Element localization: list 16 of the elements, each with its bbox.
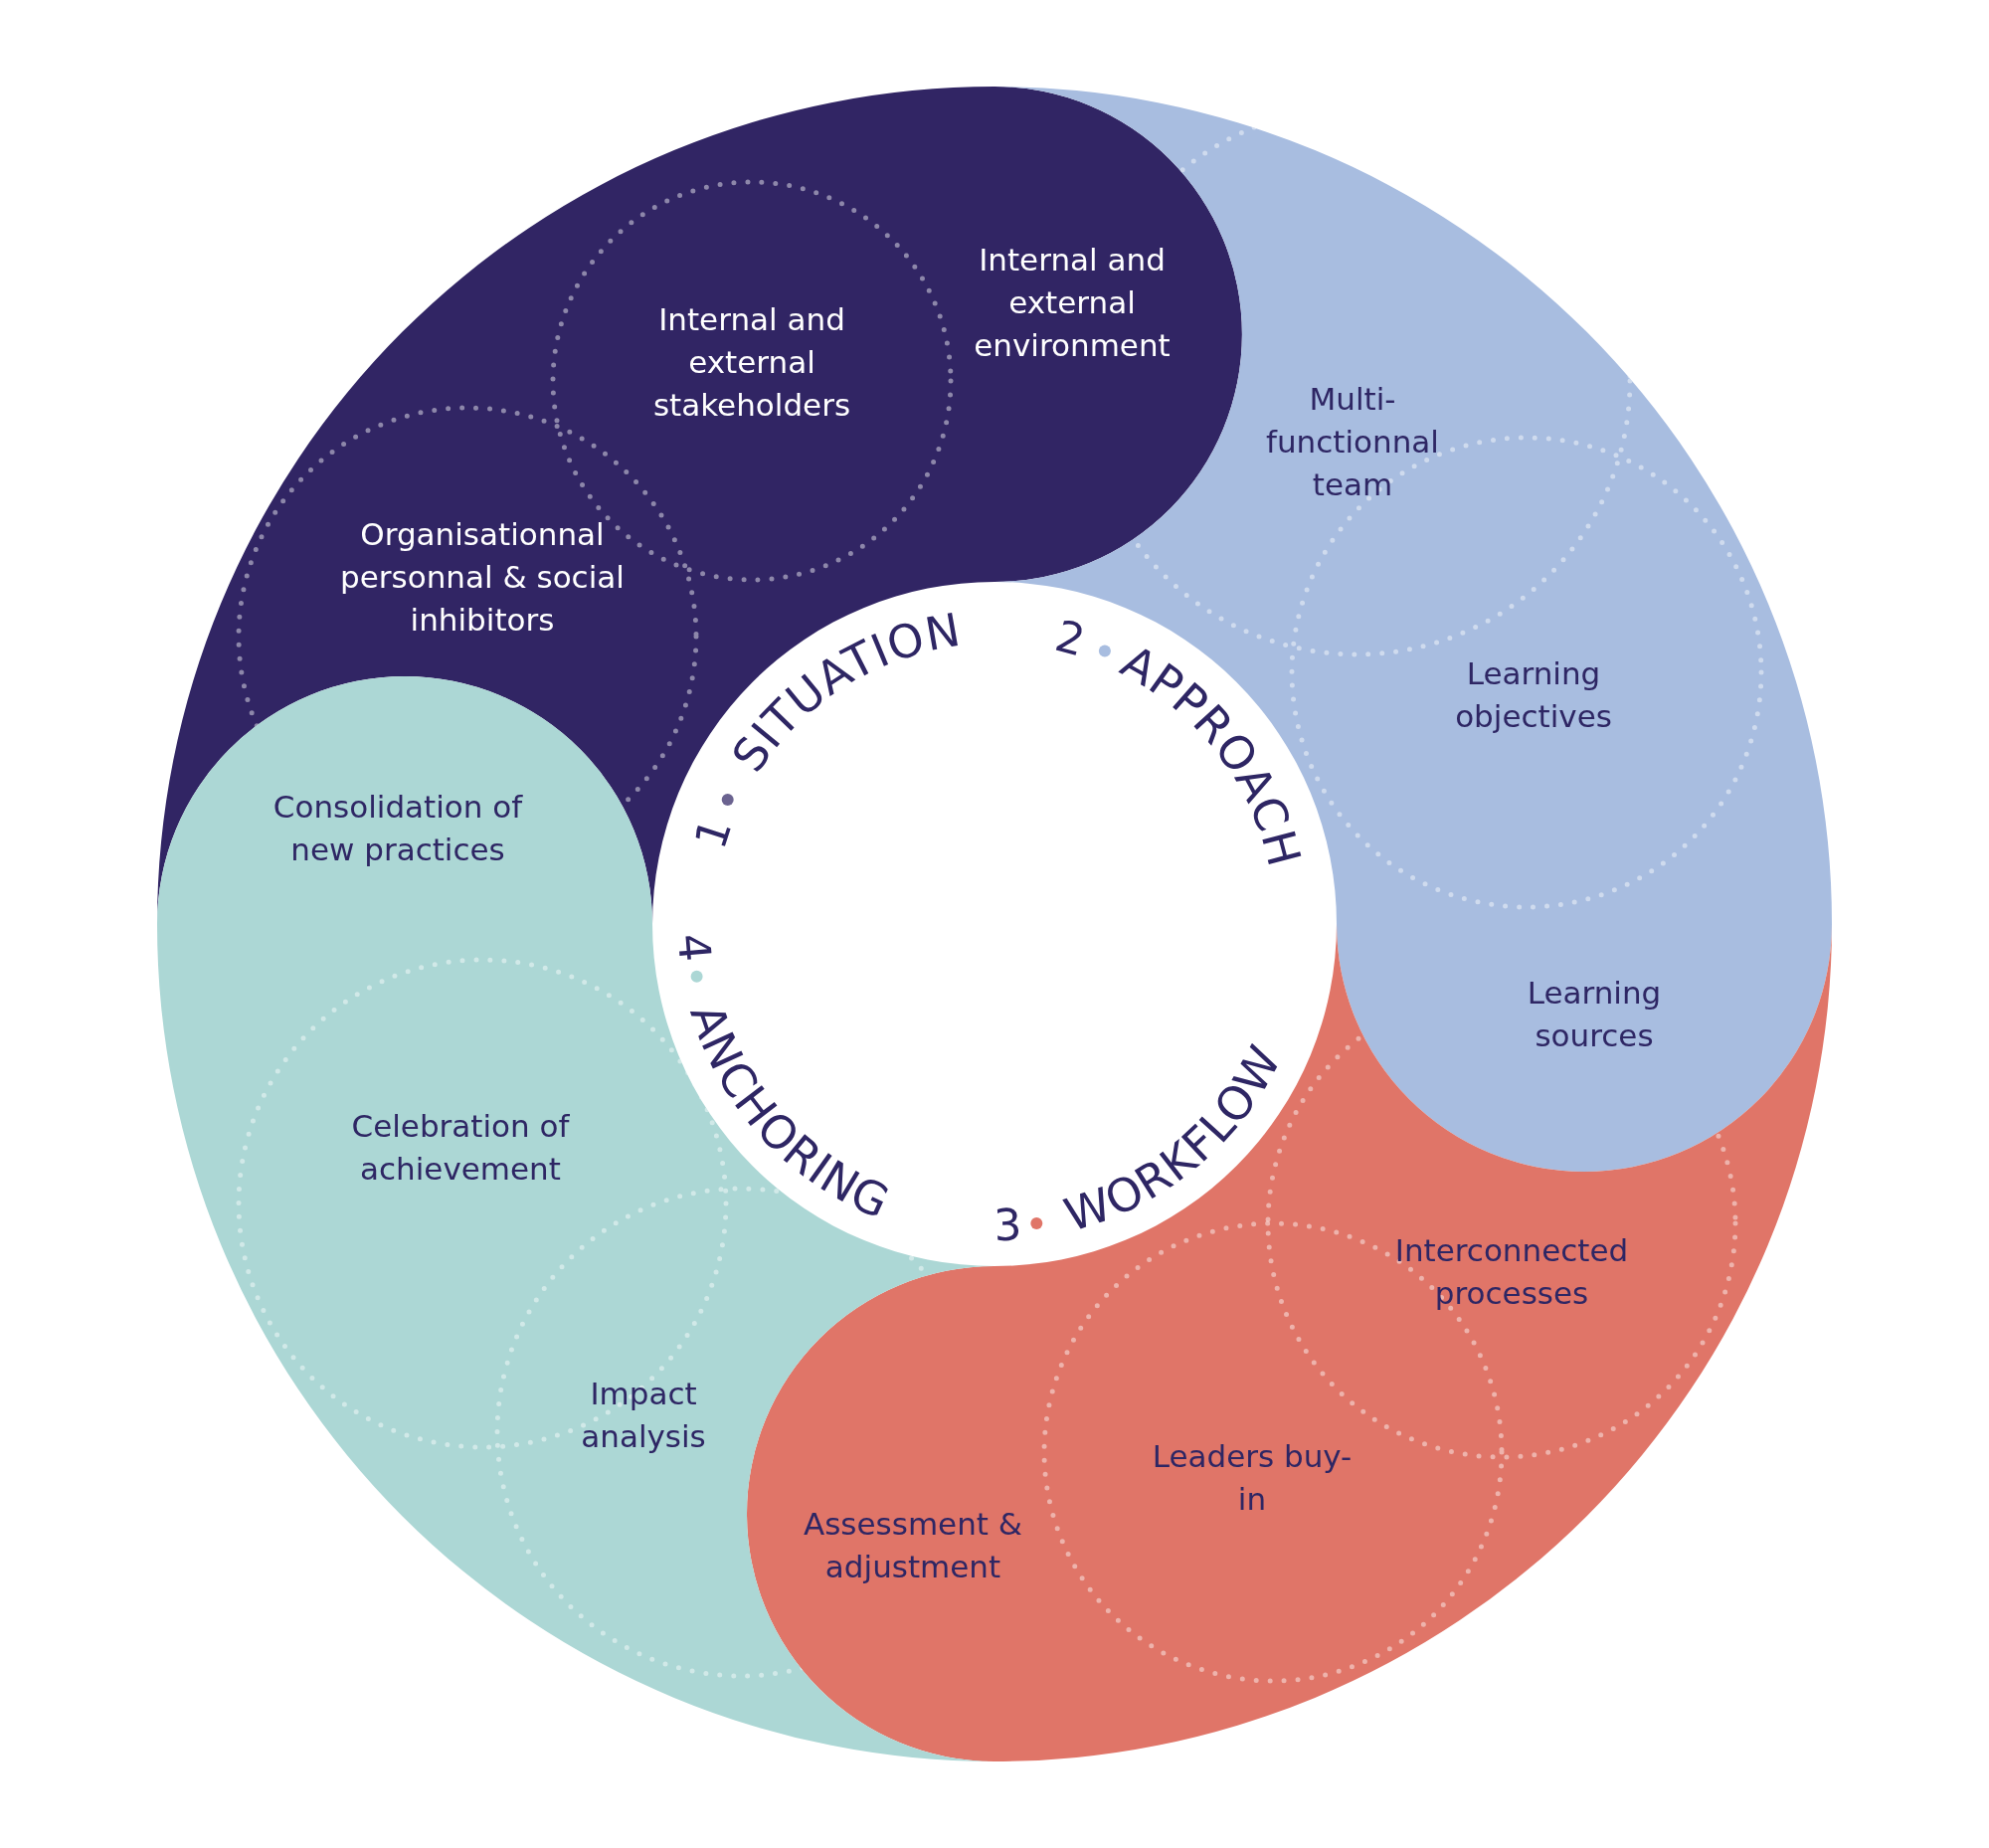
phase-number: 3 xyxy=(993,1199,1024,1251)
step-item-text: Learning sources xyxy=(1526,974,1663,1055)
phase-number: 4 xyxy=(667,931,722,965)
step-item-text: Internal and external stakeholders xyxy=(651,299,852,425)
step-item-text: Leaders buy-in xyxy=(1151,1437,1354,1519)
step-item-text: Consolidation of new practices xyxy=(271,788,524,869)
step-item-text: Organisationnal personnal & social inhibitors xyxy=(339,514,626,640)
step-item-text: Celebration of achievement xyxy=(350,1107,571,1189)
step-item-text: Internal and external environment xyxy=(973,240,1172,365)
step-item-text: Impact analysis xyxy=(580,1375,707,1456)
step-item-text: Multi- functionnal team xyxy=(1265,379,1440,504)
phase-number: 1 xyxy=(684,811,742,855)
step-item-text: Interconnected processes xyxy=(1393,1231,1630,1313)
step-item-text: Assessment & adjustment xyxy=(803,1505,1023,1586)
step-item-text: Learning objectives xyxy=(1454,654,1613,736)
phase-number: 2 xyxy=(1050,610,1092,666)
